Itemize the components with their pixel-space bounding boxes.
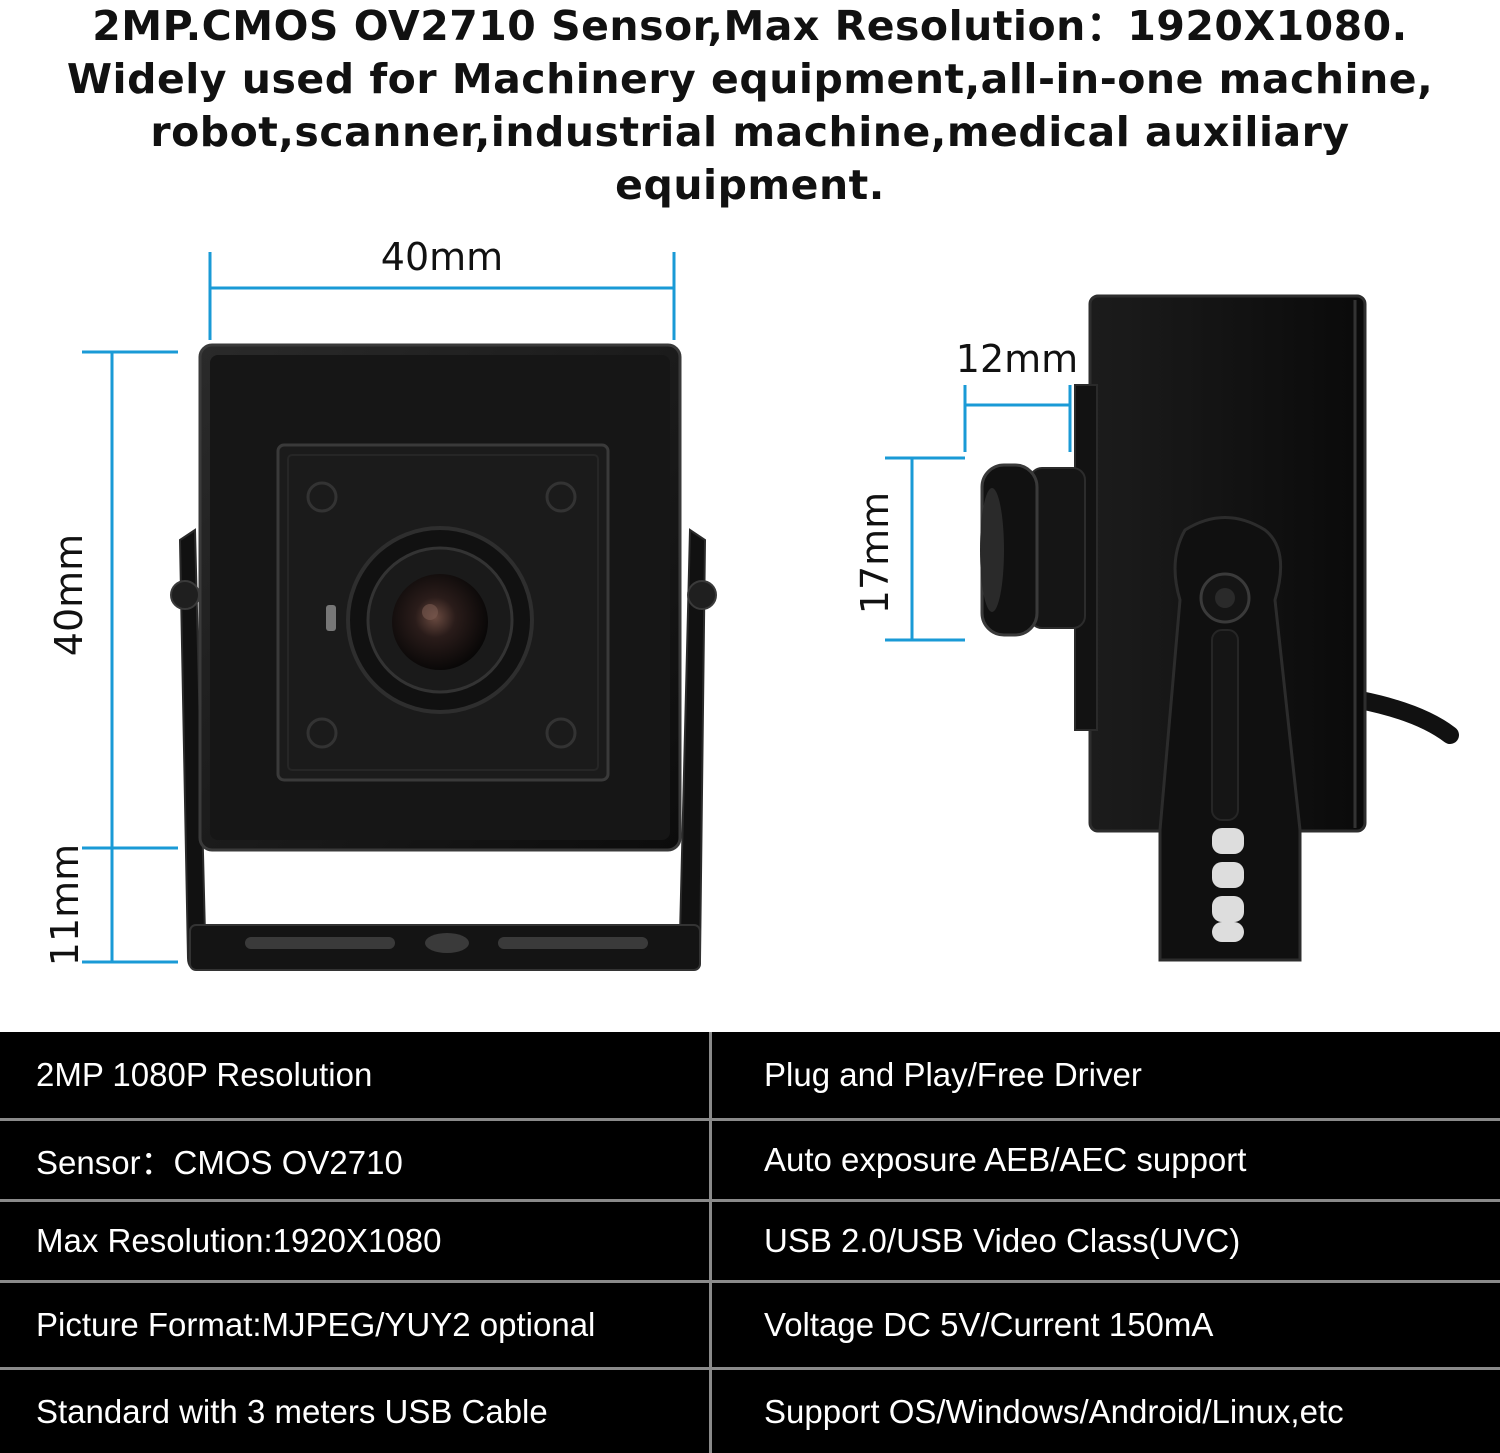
bracket-screw-left — [170, 580, 200, 610]
spec-row: Standard with 3 meters USB Cable Support… — [0, 1370, 1500, 1453]
spec-left: Sensor：CMOS OV2710 — [36, 1144, 403, 1181]
dim-lens-length-label: 12mm — [956, 337, 1078, 381]
board-hole-tl — [306, 481, 338, 513]
camera-figure: 40mm 40mm 11mm 12mm 17mm — [43, 235, 1459, 971]
spec-left: Picture Format:MJPEG/YUY2 optional — [36, 1306, 596, 1343]
spec-row: Picture Format:MJPEG/YUY2 optional Volta… — [0, 1283, 1500, 1367]
spec-row: Sensor：CMOS OV2710 Auto exposure AEB/AEC… — [0, 1121, 1500, 1199]
spec-left: Max Resolution:1920X1080 — [36, 1222, 442, 1259]
front-camera — [170, 343, 717, 971]
bracket-hole — [425, 933, 469, 953]
bracket-slot-left — [245, 937, 395, 949]
dim-front-height-label: 40mm — [47, 534, 91, 656]
spec-right: Support OS/Windows/Android/Linux,etc — [764, 1392, 1344, 1430]
spec-right: Voltage DC 5V/Current 150mA — [764, 1306, 1214, 1343]
board-hole-tr — [545, 481, 577, 513]
dim-bracket-height-label: 11mm — [43, 844, 87, 966]
spec-row-separator — [0, 1199, 1500, 1202]
dim-lens-diameter-label: 17mm — [853, 492, 897, 614]
spec-right: Auto exposure AEB/AEC support — [764, 1141, 1247, 1178]
side-bracket-slot-4 — [1212, 922, 1244, 942]
headline-line-1: 2MP.CMOS OV2710 Sensor,Max Resolution：19… — [92, 2, 1408, 50]
spec-table: 2MP 1080P Resolution Plug and Play/Free … — [0, 1032, 1500, 1453]
spec-right: USB 2.0/USB Video Class(UVC) — [764, 1222, 1241, 1259]
spec-row-separator — [0, 1118, 1500, 1121]
spec-right: Plug and Play/Free Driver — [764, 1056, 1142, 1093]
side-dimensions — [885, 385, 1072, 642]
side-bracket-slot-2 — [1212, 862, 1244, 888]
headline: 2MP.CMOS OV2710 Sensor,Max Resolution：19… — [0, 0, 1500, 212]
usb-cable — [1351, 691, 1459, 744]
side-camera — [980, 294, 1459, 962]
spec-table-divider — [709, 1032, 712, 1453]
spec-left: Standard with 3 meters USB Cable — [36, 1392, 548, 1430]
headline-line-4: equipment. — [615, 161, 885, 209]
spec-row: 2MP 1080P Resolution Plug and Play/Free … — [0, 1032, 1500, 1118]
bracket-slot-right — [498, 937, 648, 949]
board-hole-bl — [306, 717, 338, 749]
lens-glass — [392, 574, 488, 670]
spec-row-separator — [0, 1367, 1500, 1370]
spec-row: Max Resolution:1920X1080 USB 2.0/USB Vid… — [0, 1202, 1500, 1280]
headline-line-3: robot,scanner,industrial machine,medical… — [150, 108, 1350, 156]
spec-left: 2MP 1080P Resolution — [36, 1056, 373, 1093]
dim-front-width-label: 40mm — [381, 235, 503, 279]
board-hole-br — [545, 717, 577, 749]
headline-line-2: Widely used for Machinery equipment,all-… — [66, 55, 1434, 103]
spec-row-separator — [0, 1280, 1500, 1283]
status-led — [326, 605, 336, 631]
front-dimensions — [82, 252, 676, 964]
bracket-screw-right — [687, 580, 717, 610]
side-bracket-slot-1 — [1212, 828, 1244, 854]
side-bracket-slot-3 — [1212, 896, 1244, 922]
